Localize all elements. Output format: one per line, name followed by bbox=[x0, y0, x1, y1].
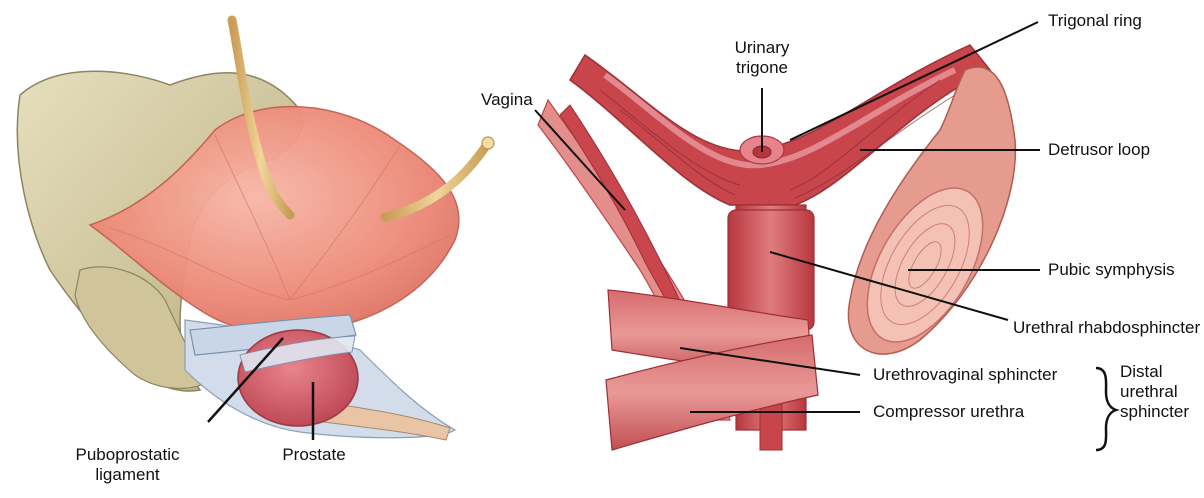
right-panel-illustration bbox=[535, 22, 1116, 450]
label-trigone-line2: trigone bbox=[712, 58, 812, 78]
left-panel-illustration bbox=[17, 20, 494, 440]
label-prostate: Prostate bbox=[262, 445, 366, 465]
label-urethrovaginal-sphincter: Urethrovaginal sphincter bbox=[873, 365, 1057, 385]
ureter-opening bbox=[482, 137, 494, 149]
label-puboprostatic-ligament: Puboprostatic ligament bbox=[40, 445, 215, 485]
label-puboprostatic-line1: Puboprostatic bbox=[40, 445, 215, 465]
label-distal-line1: Distal bbox=[1120, 362, 1202, 382]
label-detrusor-loop: Detrusor loop bbox=[1048, 140, 1150, 160]
label-urinary-trigone: Urinary trigone bbox=[712, 38, 812, 78]
label-trigonal-ring: Trigonal ring bbox=[1048, 11, 1142, 31]
label-puboprostatic-line2: ligament bbox=[40, 465, 215, 485]
label-distal-urethral-sphincter: Distal urethral sphincter bbox=[1120, 362, 1202, 422]
distal-sphincter-brace bbox=[1096, 368, 1116, 450]
label-urethral-rhabdosphincter: Urethral rhabdosphincter bbox=[1013, 318, 1200, 338]
label-pubic-symphysis: Pubic symphysis bbox=[1048, 260, 1175, 280]
label-distal-line2: urethral bbox=[1120, 382, 1202, 402]
label-distal-line3: sphincter bbox=[1120, 402, 1202, 422]
label-compressor-urethra: Compressor urethra bbox=[873, 402, 1024, 422]
label-trigone-line1: Urinary bbox=[712, 38, 812, 58]
label-vagina: Vagina bbox=[481, 90, 533, 110]
